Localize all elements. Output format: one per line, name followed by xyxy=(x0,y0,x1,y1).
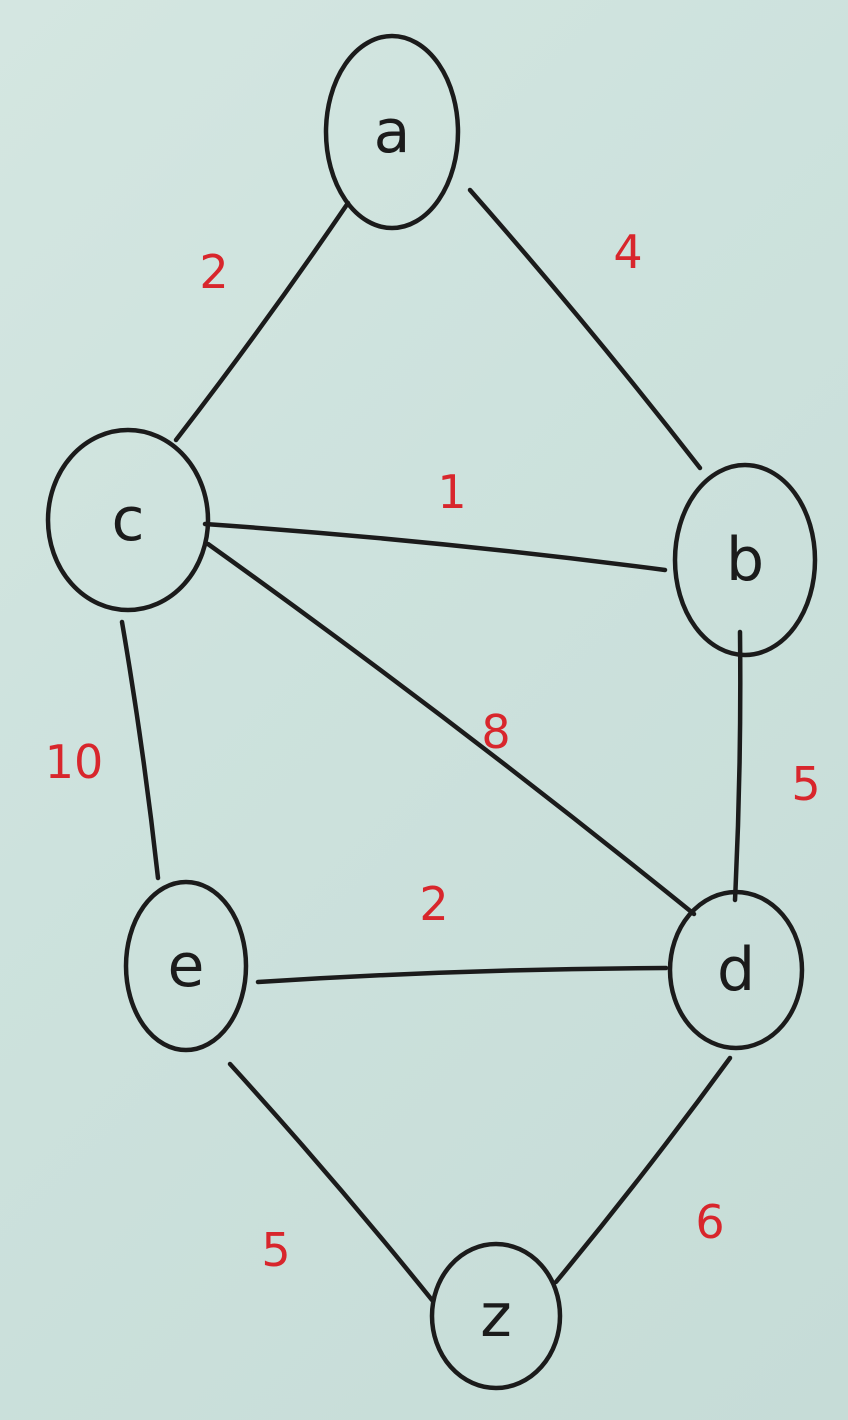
edge-weight-d-z: 6 xyxy=(695,1195,724,1249)
edge-weight-a-b: 4 xyxy=(613,225,642,279)
edge-c-d xyxy=(205,541,697,917)
node-circle-a xyxy=(323,33,461,231)
edge-a-c xyxy=(173,200,351,443)
node-label-e: e xyxy=(168,931,205,1001)
node-label-c: c xyxy=(112,485,145,555)
edge-weight-c-b: 1 xyxy=(437,465,466,519)
node-b: b xyxy=(672,462,818,658)
node-a: a xyxy=(323,33,461,231)
node-d: d xyxy=(667,889,805,1051)
edge-weight-e-z: 5 xyxy=(261,1223,290,1277)
edge-weight-c-d: 8 xyxy=(481,705,510,759)
edge-weight-b-d: 5 xyxy=(791,757,820,811)
edge-a-b xyxy=(467,187,703,471)
edges-layer xyxy=(119,187,743,1303)
edge-weight-e-d: 2 xyxy=(419,877,448,931)
edge-weight-c-e: 10 xyxy=(45,735,104,789)
node-circle-z xyxy=(429,1241,563,1391)
node-z: z xyxy=(429,1241,563,1391)
node-circle-b xyxy=(672,462,818,658)
edge-e-z xyxy=(227,1061,435,1303)
edge-weight-a-c: 2 xyxy=(199,245,228,299)
node-circle-d xyxy=(667,889,805,1051)
edge-d-z xyxy=(553,1055,733,1285)
node-c: c xyxy=(45,427,211,613)
node-label-a: a xyxy=(374,97,411,167)
node-label-d: d xyxy=(717,935,755,1005)
node-label-z: z xyxy=(480,1281,512,1351)
node-circle-e xyxy=(123,879,249,1053)
node-e: e xyxy=(123,879,249,1053)
edge-c-b xyxy=(202,521,668,573)
node-circle-c xyxy=(45,427,211,613)
weights-layer: 2 4 1 8 5 10 2 5 6 xyxy=(45,225,821,1277)
edge-b-d xyxy=(732,629,743,903)
edge-e-d xyxy=(255,965,669,985)
node-label-b: b xyxy=(726,525,764,595)
edge-c-e xyxy=(119,619,161,881)
nodes-layer: a b c d e z xyxy=(45,33,818,1391)
